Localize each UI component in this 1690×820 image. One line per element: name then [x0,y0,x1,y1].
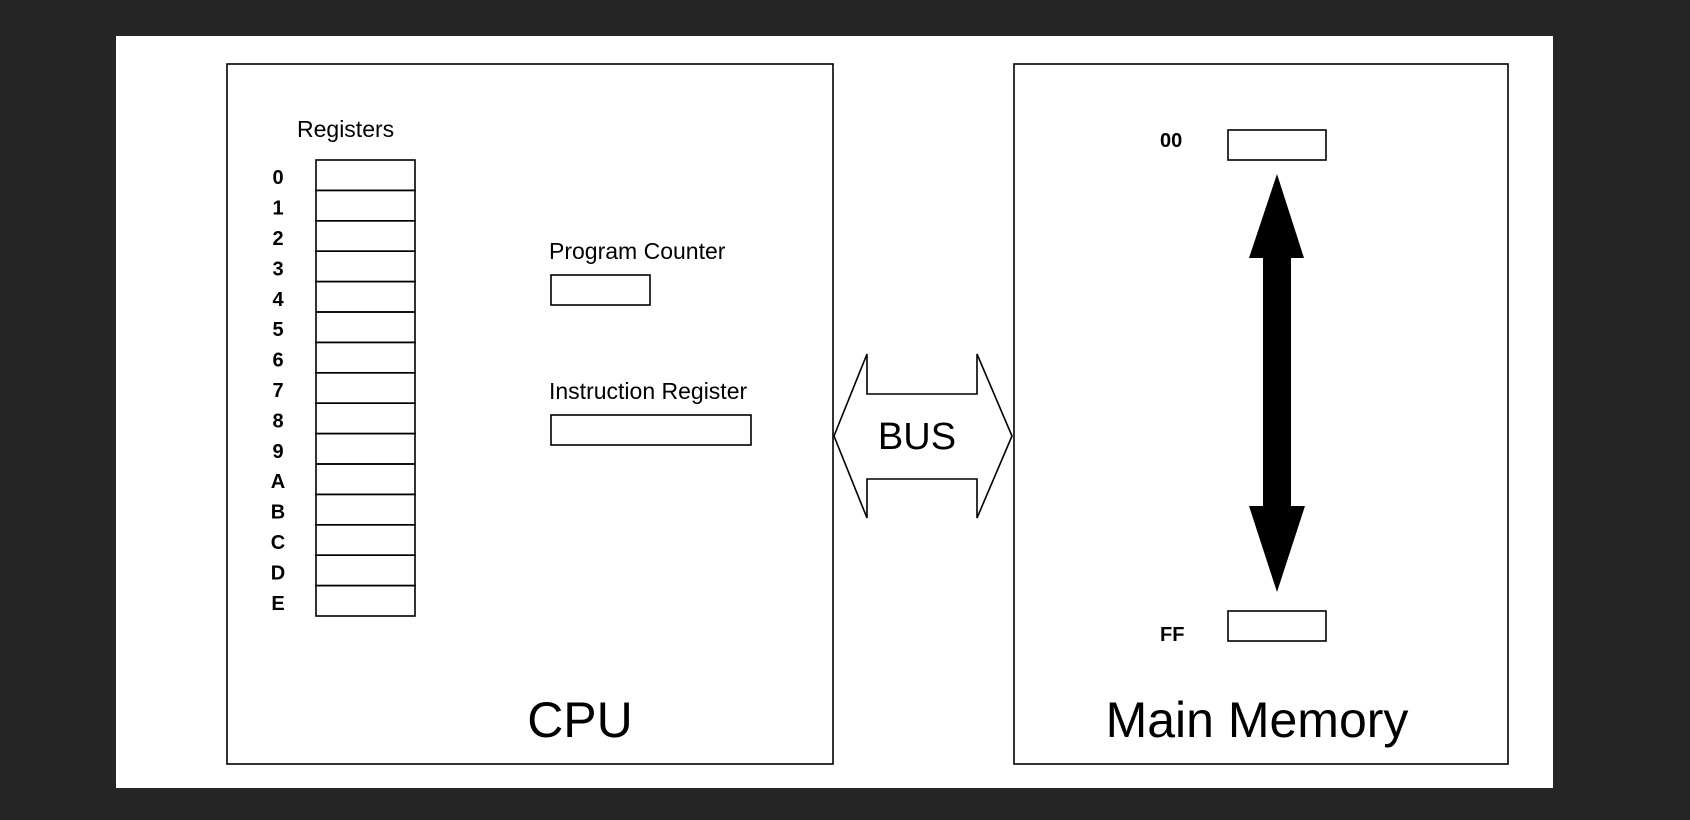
register-index-label: A [271,471,285,493]
memory-first-address: 00 [1160,130,1182,152]
register-index-label: 1 [272,198,283,220]
registers-label: Registers [297,116,394,142]
program-counter-label: Program Counter [549,238,726,264]
program-counter-box [550,274,651,306]
instruction-register-box [550,414,752,446]
memory-range-arrow [1249,174,1305,592]
diagram-panel [116,36,1553,788]
memory-first-cell [1227,129,1327,161]
register-index-label: E [271,593,284,615]
memory-label: Main Memory [1106,692,1409,748]
register-index-label: 9 [272,441,283,463]
memory-last-address: FF [1160,624,1184,646]
register-index-label: C [271,532,285,554]
register-index-label: 5 [272,319,283,341]
register-index-label: 3 [272,258,283,280]
cpu-outline [226,63,834,765]
bus-arrow: BUS [833,353,1013,519]
register-index-label: 4 [272,289,284,311]
memory-box: 00 FF Main Memory [1013,63,1509,765]
instruction-register-label: Instruction Register [549,378,747,404]
memory-last-cell [1227,610,1327,642]
register-index-label: 0 [272,167,283,189]
cpu-label: CPU [527,692,633,748]
register-index-label: B [271,502,285,524]
memory-outline [1013,63,1509,765]
register-index-label: 2 [272,228,283,250]
bus-label: BUS [878,416,956,458]
register-index-label: 8 [272,410,283,432]
register-index-label: 7 [272,380,283,402]
register-index-label: D [271,562,285,584]
register-cell [315,584,416,617]
register-index-label: 6 [272,350,283,372]
bus-arrow-shape [833,353,1013,519]
